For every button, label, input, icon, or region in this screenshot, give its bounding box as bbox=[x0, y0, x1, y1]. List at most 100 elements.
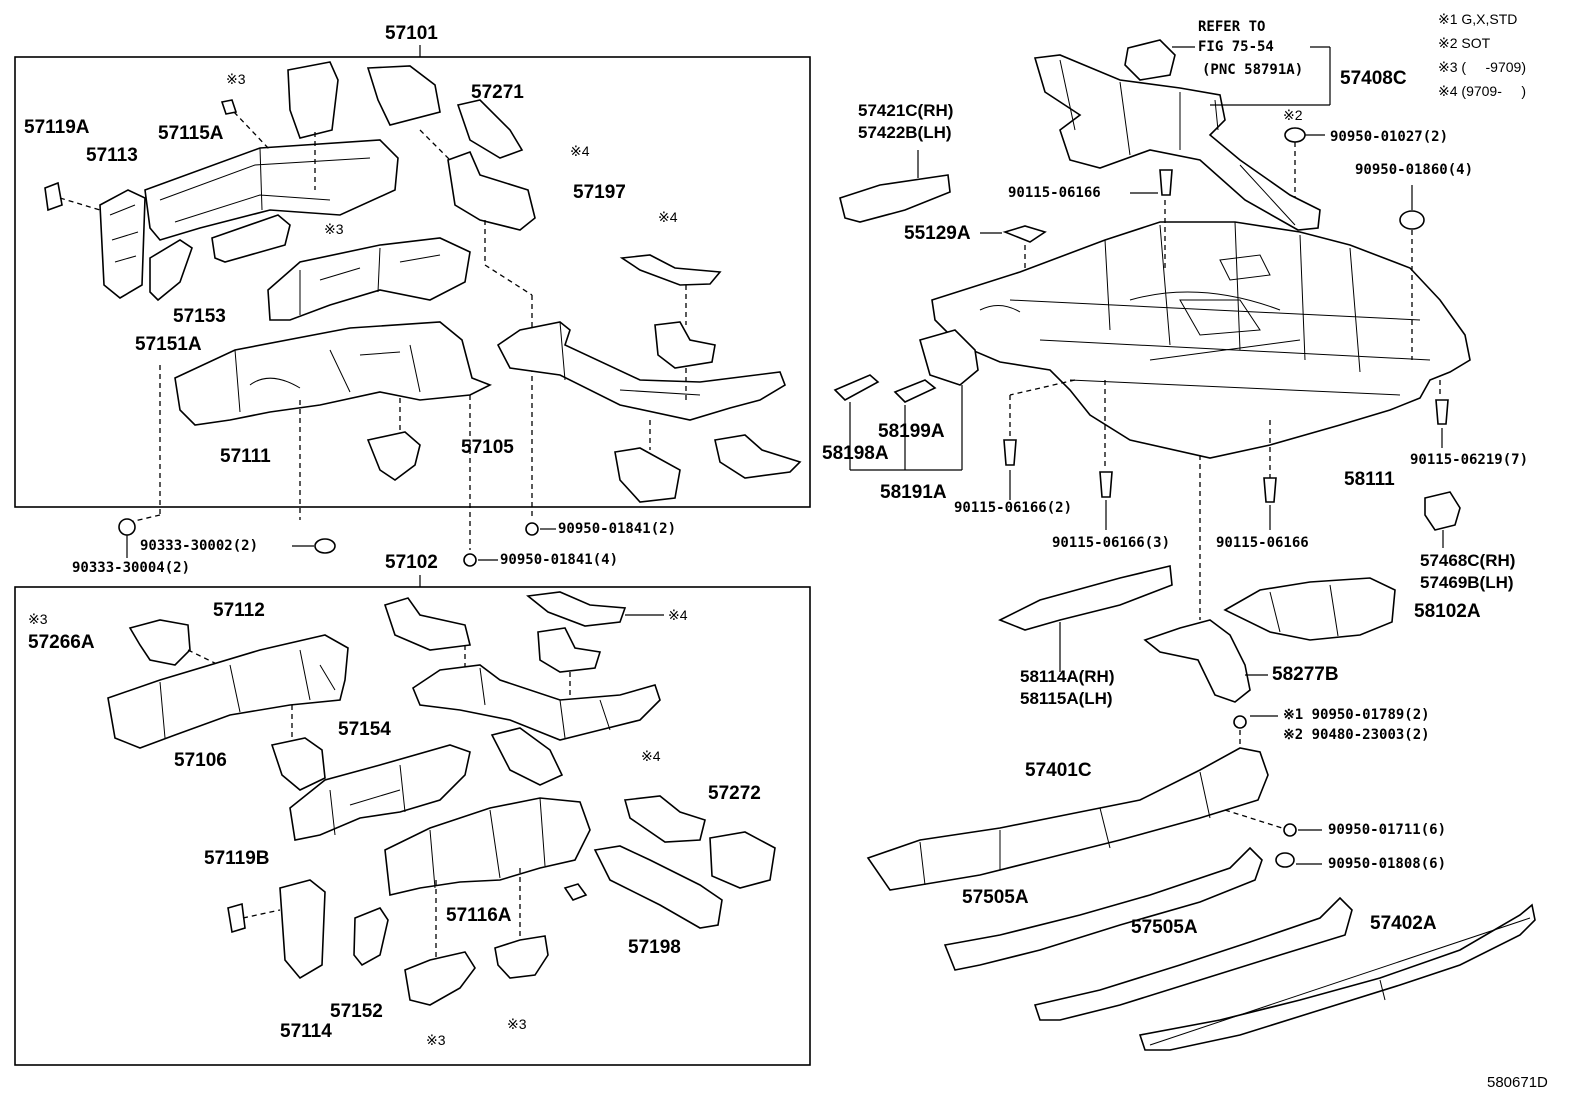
part-57505A-shape-2 bbox=[1033, 896, 1353, 1021]
label-57402A: 57402A bbox=[1370, 913, 1437, 934]
note-4: ※4 (9709- ) bbox=[1438, 83, 1526, 99]
group-box-57101 bbox=[14, 56, 811, 508]
part-57152-shape bbox=[353, 907, 389, 967]
note-label-3b: ※3 bbox=[324, 221, 344, 237]
label-57469B: 57469B(LH) bbox=[1420, 573, 1514, 592]
label-57153: 57153 bbox=[173, 306, 226, 327]
label-57113: 57113 bbox=[86, 145, 138, 166]
part-57468C-shape bbox=[1424, 491, 1461, 531]
label-58111: 58111 bbox=[1344, 469, 1395, 490]
label-58277B: 58277B bbox=[1272, 664, 1339, 685]
label-57468C: 57468C(RH) bbox=[1420, 551, 1516, 570]
label-57111: 57111 bbox=[220, 446, 271, 467]
part-57106-shape bbox=[270, 737, 326, 791]
part-57119B-shape bbox=[227, 902, 246, 934]
label-90950-01841-2: 90950-01841(2) bbox=[558, 521, 677, 537]
part-57197-shape bbox=[447, 150, 536, 231]
part-57113-shape bbox=[99, 189, 146, 299]
note-3: ※3 ( -9709) bbox=[1438, 59, 1526, 75]
group-label-57102: 57102 bbox=[385, 552, 438, 573]
label-57154: 57154 bbox=[338, 719, 391, 740]
label-57119B: 57119B bbox=[204, 848, 270, 869]
figure-id: 580671D bbox=[1487, 1074, 1548, 1091]
label-55129A: 55129A bbox=[904, 223, 971, 244]
part-57408C-shape bbox=[1033, 54, 1321, 231]
label-57272: 57272 bbox=[708, 783, 761, 804]
part-57421C-shape bbox=[839, 174, 951, 223]
part-55129A-shape bbox=[1002, 225, 1047, 243]
label-57422B: 57422B(LH) bbox=[858, 123, 952, 142]
label-90333-30002: 90333-30002(2) bbox=[140, 538, 259, 554]
label-57152: 57152 bbox=[330, 1001, 383, 1022]
label-57114: 57114 bbox=[280, 1021, 332, 1042]
note-2: ※2 SOT bbox=[1438, 35, 1491, 51]
label-57271: 57271 bbox=[471, 82, 524, 103]
part-58114A-shape bbox=[998, 565, 1173, 631]
part-57105-shape bbox=[366, 431, 421, 481]
part-57505A-shape-1 bbox=[943, 846, 1263, 971]
part-58102A-shape bbox=[1223, 577, 1396, 641]
label-90115-06166-b: 90115-06166(2) bbox=[954, 500, 1073, 516]
label-57266A: 57266A bbox=[28, 632, 95, 653]
part-57198-shape bbox=[593, 845, 723, 929]
part-58198A-shape bbox=[833, 374, 880, 401]
part-58111-shape bbox=[931, 221, 1471, 459]
part-57111-shape bbox=[174, 321, 492, 426]
label-58198A: 58198A bbox=[822, 443, 889, 464]
label-90950-01808: 90950-01808(6) bbox=[1328, 856, 1447, 872]
note-label-2a: ※2 bbox=[1283, 107, 1303, 123]
label-90115-06219: 90115-06219(7) bbox=[1410, 452, 1529, 468]
label-57112: 57112 bbox=[213, 600, 265, 621]
part-57151A-shape bbox=[149, 239, 193, 302]
group-label-57101: 57101 bbox=[385, 23, 438, 44]
label-90950-01841-4: 90950-01841(4) bbox=[500, 552, 619, 568]
refer-line-3: (PNC 58791A) bbox=[1202, 62, 1304, 78]
note-1: ※1 G,X,STD bbox=[1438, 11, 1518, 27]
part-57266A-shape bbox=[128, 619, 191, 666]
label-57105: 57105 bbox=[461, 437, 514, 458]
note-label-4d: ※4 bbox=[641, 748, 661, 764]
label-90115-06166-d: 90115-06166 bbox=[1216, 535, 1309, 551]
part-57112-shape bbox=[107, 634, 349, 749]
label-90950-01027: 90950-01027(2) bbox=[1330, 129, 1449, 145]
label-57116A: 57116A bbox=[446, 905, 512, 926]
part-57119A-shape bbox=[44, 181, 63, 212]
label-90333-30004: 90333-30004(2) bbox=[72, 560, 191, 576]
refer-line-2: FIG 75-54 bbox=[1198, 39, 1274, 55]
label-57197: 57197 bbox=[573, 182, 626, 203]
label-57408C: 57408C bbox=[1340, 68, 1407, 89]
label-58115A: 58115A(LH) bbox=[1020, 689, 1113, 708]
label-57115A: 57115A bbox=[158, 123, 224, 144]
part-58191A-shape bbox=[919, 329, 979, 386]
label-90950-01711: 90950-01711(6) bbox=[1328, 822, 1447, 838]
part-57401C-shape bbox=[866, 747, 1269, 891]
part-58199A-shape bbox=[893, 379, 937, 403]
label-57505A-1: 57505A bbox=[962, 887, 1029, 908]
label-57421C: 57421C(RH) bbox=[858, 101, 954, 120]
label-57151A: 57151A bbox=[135, 334, 202, 355]
refer-line-1: REFER TO bbox=[1198, 19, 1266, 35]
group-box-57102 bbox=[14, 586, 811, 1066]
part-57272-shape bbox=[709, 831, 776, 889]
label-90115-06166-c: 90115-06166(3) bbox=[1052, 535, 1171, 551]
label-57198: 57198 bbox=[628, 937, 681, 958]
label-90480-23003: ※2 90480-23003(2) bbox=[1283, 727, 1430, 743]
label-57119A: 57119A bbox=[24, 117, 90, 138]
label-57401C: 57401C bbox=[1025, 760, 1092, 781]
note-label-4a: ※4 bbox=[570, 143, 590, 159]
part-57154-shape bbox=[289, 744, 471, 841]
label-90950-01789: ※1 90950-01789(2) bbox=[1283, 707, 1430, 723]
label-58114A: 58114A(RH) bbox=[1020, 667, 1115, 686]
note-label-3d: ※3 bbox=[426, 1032, 446, 1048]
label-58102A: 58102A bbox=[1414, 601, 1481, 622]
label-90950-01860: 90950-01860(4) bbox=[1355, 162, 1474, 178]
note-label-3e: ※3 bbox=[507, 1016, 527, 1032]
note-label-3c: ※3 bbox=[28, 611, 48, 627]
label-90115-06166-a: 90115-06166 bbox=[1008, 185, 1101, 201]
note-label-3a: ※3 bbox=[226, 71, 246, 87]
part-57116A-shape bbox=[384, 797, 591, 896]
label-57106: 57106 bbox=[174, 750, 227, 771]
label-57505A-2: 57505A bbox=[1131, 917, 1198, 938]
